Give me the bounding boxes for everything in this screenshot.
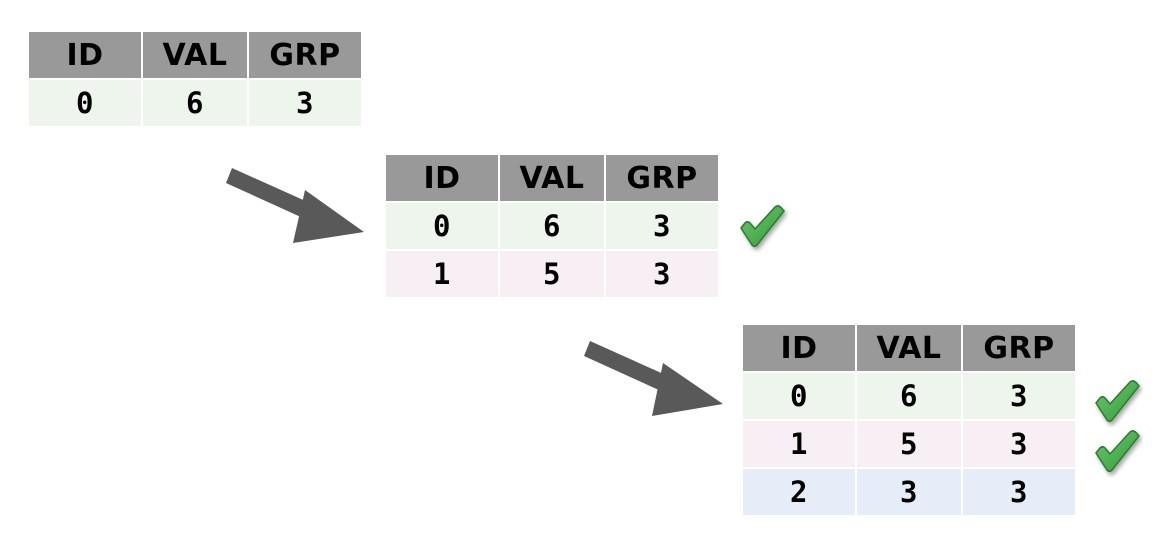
cell-val: 6 bbox=[500, 203, 604, 249]
column-header-val: VAL bbox=[857, 325, 961, 371]
table-row: 2 3 3 bbox=[743, 469, 1075, 515]
cell-id: 2 bbox=[743, 469, 855, 515]
table-header-row: ID VAL GRP bbox=[386, 155, 718, 201]
arrow-step2-to-step3 bbox=[584, 341, 723, 416]
cell-grp: 3 bbox=[606, 203, 718, 249]
cell-val: 3 bbox=[857, 469, 961, 515]
table-row: 1 5 3 bbox=[743, 421, 1075, 467]
cell-grp: 3 bbox=[963, 469, 1075, 515]
column-header-id: ID bbox=[743, 325, 855, 371]
cell-val: 6 bbox=[143, 80, 247, 126]
cell-val: 5 bbox=[500, 251, 604, 297]
cell-grp: 3 bbox=[606, 251, 718, 297]
column-header-grp: GRP bbox=[249, 32, 361, 78]
table-row: 0 6 3 bbox=[743, 373, 1075, 419]
table-step-3: ID VAL GRP 0 6 3 1 5 3 2 3 3 bbox=[741, 323, 1077, 517]
cell-val: 6 bbox=[857, 373, 961, 419]
checkmark-icon bbox=[1095, 380, 1140, 423]
column-header-grp: GRP bbox=[963, 325, 1075, 371]
cell-id: 0 bbox=[743, 373, 855, 419]
table-header-row: ID VAL GRP bbox=[743, 325, 1075, 371]
checkmark-step3-row-0 bbox=[1091, 376, 1143, 428]
cell-id: 0 bbox=[29, 80, 141, 126]
checkmark-step2-row-0 bbox=[736, 201, 788, 253]
checkmark-icon bbox=[740, 205, 785, 248]
cell-grp: 3 bbox=[249, 80, 361, 126]
column-header-id: ID bbox=[29, 32, 141, 78]
table-row: 0 6 3 bbox=[386, 203, 718, 249]
cell-grp: 3 bbox=[963, 421, 1075, 467]
column-header-id: ID bbox=[386, 155, 498, 201]
arrow-step1-to-step2 bbox=[226, 168, 364, 243]
table-row: 1 5 3 bbox=[386, 251, 718, 297]
column-header-val: VAL bbox=[143, 32, 247, 78]
table-step-2: ID VAL GRP 0 6 3 1 5 3 bbox=[384, 153, 720, 299]
column-header-val: VAL bbox=[500, 155, 604, 201]
cell-val: 5 bbox=[857, 421, 961, 467]
cell-id: 0 bbox=[386, 203, 498, 249]
column-header-grp: GRP bbox=[606, 155, 718, 201]
checkmark-step3-row-1 bbox=[1091, 426, 1143, 478]
cell-grp: 3 bbox=[963, 373, 1075, 419]
table-step-1: ID VAL GRP 0 6 3 bbox=[27, 30, 363, 128]
table-header-row: ID VAL GRP bbox=[29, 32, 361, 78]
checkmark-icon bbox=[1095, 430, 1140, 473]
table-row: 0 6 3 bbox=[29, 80, 361, 126]
cell-id: 1 bbox=[743, 421, 855, 467]
cell-id: 1 bbox=[386, 251, 498, 297]
